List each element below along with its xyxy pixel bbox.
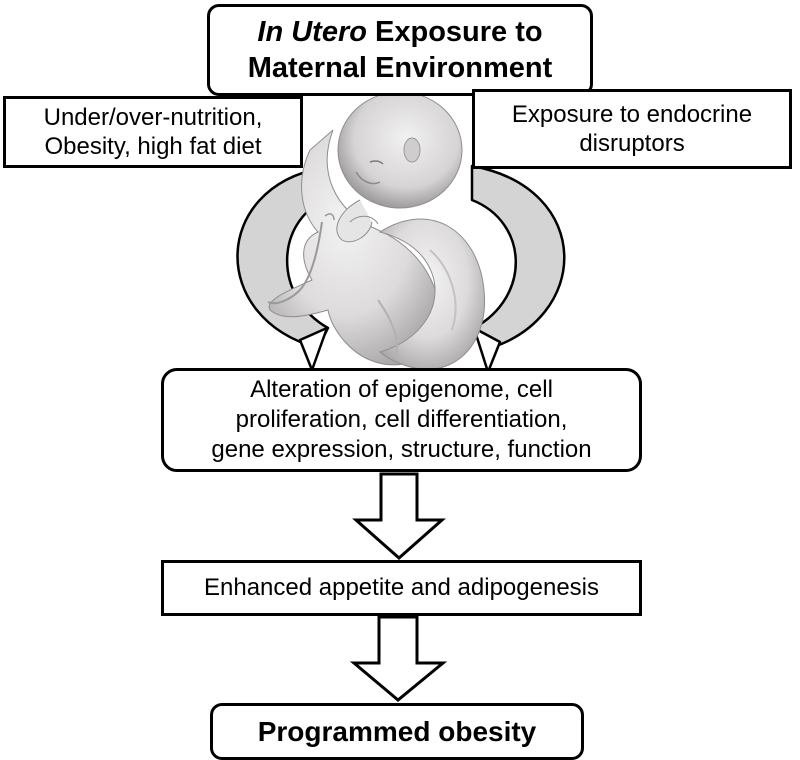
down-arrow-2	[349, 615, 448, 702]
nutrition-line-1: Under/over-nutrition,	[43, 104, 263, 131]
right-curved-arrow	[470, 164, 566, 374]
epigenome-line-1: Alteration of epigenome, cell	[250, 376, 553, 403]
title-italic: In Utero	[257, 16, 367, 48]
left-curved-arrow	[236, 166, 330, 372]
nutrition-box: Under/over-nutrition, Obesity, high fat …	[3, 96, 303, 168]
down-arrow-1	[352, 472, 446, 561]
programmed-obesity-box: Programmed obesity	[210, 703, 584, 760]
endocrine-line-1: Exposure to endocrine	[511, 101, 753, 128]
epigenome-line-3: gene expression, structure, function	[211, 436, 592, 463]
programmed-obesity-text: Programmed obesity	[257, 715, 537, 747]
nutrition-line-2: Obesity, high fat diet	[44, 133, 262, 160]
title-line-2: Maternal Environment	[247, 52, 553, 84]
appetite-text: Enhanced appetite and adipogenesis	[204, 574, 599, 601]
epigenome-box: Alteration of epigenome, cell proliferat…	[161, 368, 642, 472]
title-box: In Utero Exposure to Maternal Environmen…	[207, 4, 593, 96]
endocrine-line-2: disruptors	[579, 130, 685, 157]
epigenome-line-2: proliferation, cell differentiation,	[235, 406, 568, 433]
appetite-box: Enhanced appetite and adipogenesis	[161, 560, 642, 616]
fetus-illustration	[267, 91, 486, 370]
title-line-1-rest: Exposure to	[366, 16, 543, 48]
endocrine-box: Exposure to endocrine disruptors	[472, 89, 792, 169]
title-line-1: In Utero Exposure to	[248, 14, 553, 50]
